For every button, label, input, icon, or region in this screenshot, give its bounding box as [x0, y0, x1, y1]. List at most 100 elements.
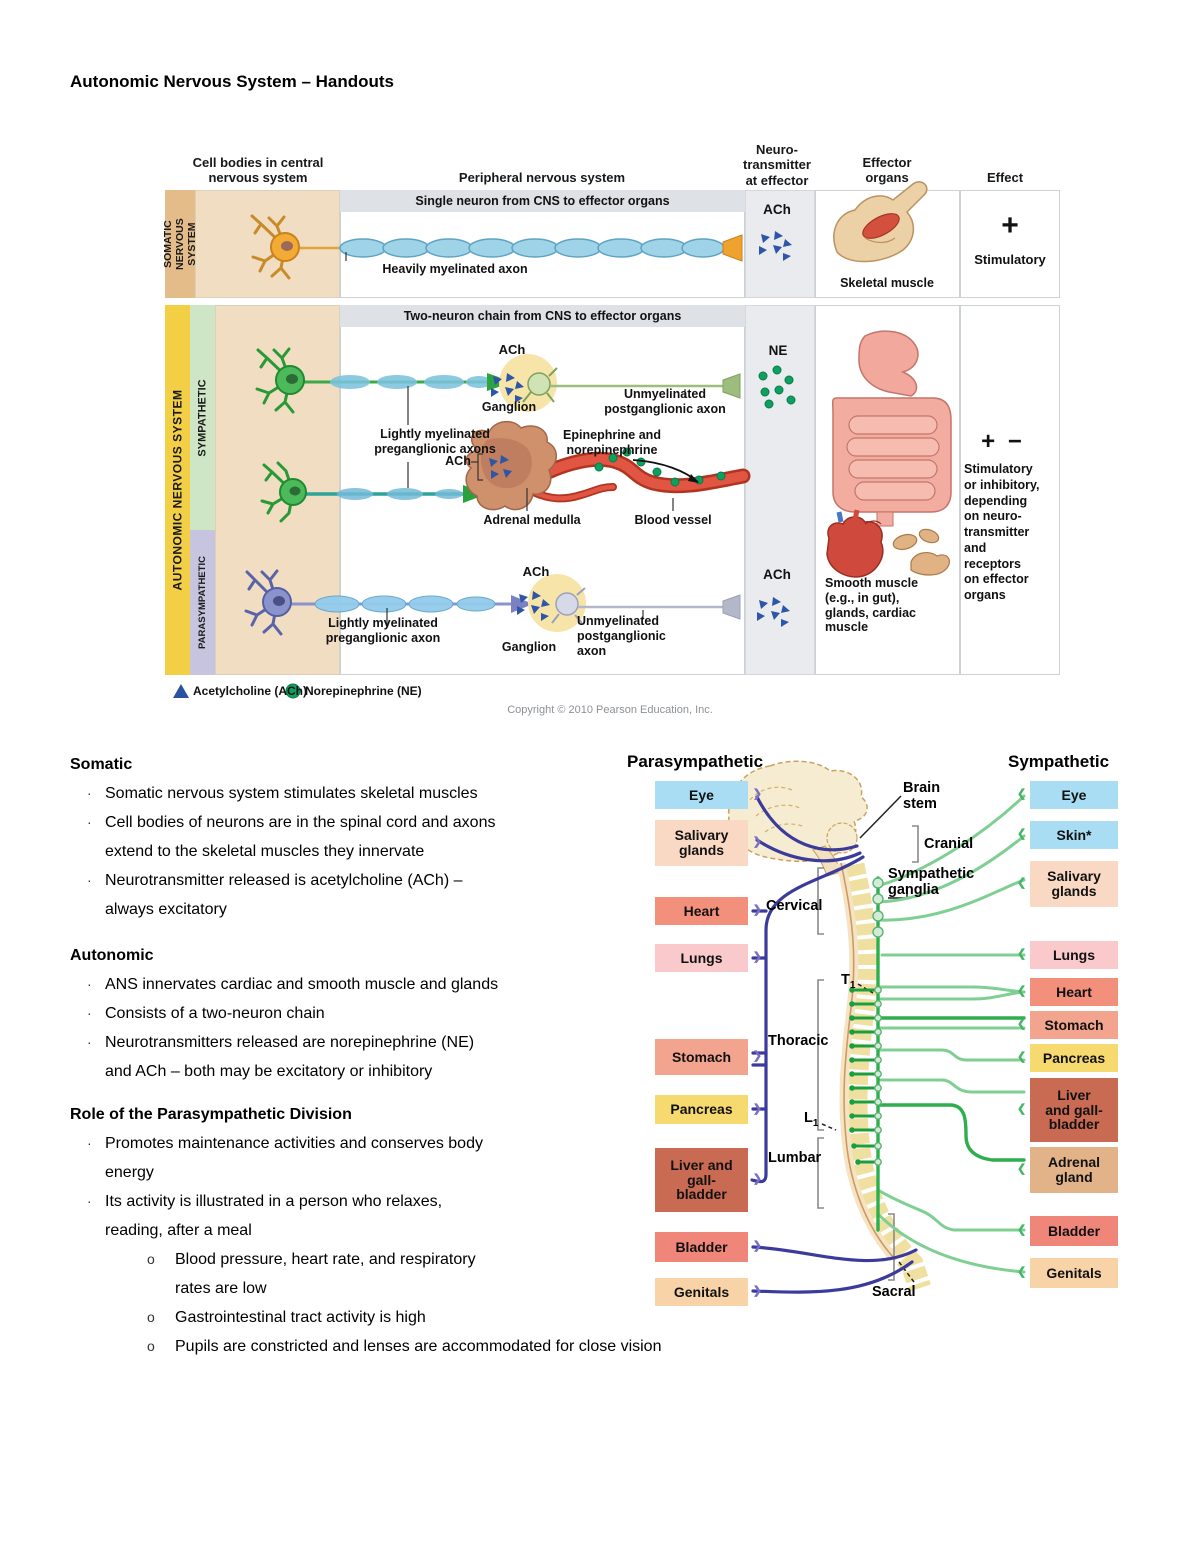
spinal-nerve-stubs: [852, 988, 878, 1164]
ne-dot-icon: [758, 365, 796, 409]
autonomic-effect-label: Stimulatory or inhibitory, depending on …: [964, 462, 1040, 602]
adrenal-medulla-label: Adrenal medulla: [483, 513, 581, 527]
ach-triangle-icon: [759, 231, 792, 261]
parasympathetic-band: PARASYMPATHETIC: [190, 530, 215, 675]
sacral-label: Sacral: [872, 1284, 916, 1300]
organ-box-bladder: Bladder: [655, 1232, 748, 1262]
nerve-root-dots: [849, 987, 861, 1165]
organ-box-heart: Heart: [655, 897, 748, 925]
organ-box-stomach: Stomach: [655, 1039, 748, 1075]
symp-preganglionic-label: Lightly myelinated preganglionic axons: [374, 427, 496, 456]
smooth-muscle-label: Smooth muscle (e.g., in gut), glands, ca…: [825, 576, 919, 635]
autonomic-effect-cell: [960, 305, 1060, 675]
symp-ganglion-label: Ganglion: [481, 400, 537, 414]
somatic-banner: Single neuron from CNS to effector organ…: [340, 190, 745, 212]
ne-legend-dot-icon: [285, 683, 301, 699]
sympathetic-nerves-light: [876, 794, 1026, 1274]
organ-box-liver-gallbladder: Liver and gall- bladder: [655, 1148, 748, 1212]
section-somatic: Somatic ·Somatic nervous system stimulat…: [70, 750, 615, 924]
organ-box-salivary-glands: Salivary glands: [1030, 861, 1118, 907]
list-item: ·Promotes maintenance activities and con…: [87, 1135, 483, 1181]
para-postganglionic-label: Unmyelinated postganglionic axon: [577, 614, 666, 658]
sympathetic-ganglia-icon: [872, 877, 884, 1166]
organ-box-skin: Skin*: [1030, 821, 1118, 849]
blood-vessel-label: Blood vessel: [634, 513, 712, 527]
myelin-sheath-icon: [339, 238, 725, 258]
autonomic-band: AUTONOMIC NERVOUS SYSTEM: [165, 305, 190, 675]
para-ganglion-label: Ganglion: [501, 640, 557, 654]
organ-box-bladder: Bladder: [1030, 1216, 1118, 1246]
ach-triangle-icon: [757, 597, 790, 627]
brain-stem-label: Brain stem: [903, 780, 941, 813]
list-item: ·Somatic nervous system stimulates skele…: [87, 785, 478, 802]
fig1-header-effector-organs: Effector organs: [862, 155, 912, 186]
section-parasympathetic-role: Role of the Parasympathetic Division ·Pr…: [70, 1100, 860, 1361]
organ-box-lungs: Lungs: [1030, 941, 1118, 969]
organ-box-eye: Eye: [1030, 781, 1118, 809]
symp-ach2-label: ACh: [445, 454, 471, 468]
list-item: ·Neurotransmitter released is acetylchol…: [87, 872, 463, 918]
ans-pathways-figure: Cell bodies in central nervous system Pe…: [162, 140, 1060, 732]
cervical-label: Cervical: [766, 898, 823, 914]
gut-icon: [831, 330, 952, 527]
symp-postganglionic-label: Unmyelinated postganglionic axon: [604, 387, 726, 416]
fig2-drawing: [727, 760, 1026, 1294]
somatic-effect-cell: [960, 190, 1060, 298]
organ-box-adrenal-gland: Adrenal gland: [1030, 1147, 1118, 1193]
epinephrine-label: Epinephrine and norepinephrine: [563, 428, 661, 457]
somatic-nt-cell: [745, 190, 815, 298]
para-preganglionic-label: Lightly myelinated preganglionic axon: [325, 616, 441, 645]
heart-icon: [826, 509, 884, 578]
fig1-header-neurotransmitter: Neuro- transmitter at effector: [743, 142, 811, 188]
ach-triangle-icon: [491, 373, 524, 403]
fig2-left-header: Parasympathetic: [627, 752, 764, 771]
para-ganglion-ach-label: ACh: [522, 564, 550, 579]
list-item: ·Cell bodies of neurons are in the spina…: [87, 814, 496, 860]
organ-box-stomach: Stomach: [1030, 1011, 1118, 1039]
organ-box-eye: Eye: [655, 781, 748, 809]
heavily-myelinated-axon-label: Heavily myelinated axon: [382, 262, 528, 276]
glands-icon: [892, 528, 950, 576]
section-heading: Somatic: [70, 756, 133, 773]
legend-ach: Acetylcholine (ACh): [193, 684, 308, 698]
fig1-header-cell-bodies: Cell bodies in central nervous system: [192, 155, 324, 186]
ach-triangle-icon: [489, 455, 512, 479]
ach-triangle-icon: [517, 591, 550, 621]
legend-ne: Norepinephrine (NE): [305, 684, 422, 698]
organ-box-genitals: Genitals: [655, 1278, 748, 1306]
organ-box-salivary-glands: Salivary glands: [655, 820, 748, 866]
organ-box-pancreas: Pancreas: [655, 1095, 748, 1124]
section-heading: Role of the Parasympathetic Division: [70, 1106, 352, 1123]
sympathetic-band: SYMPATHETIC: [190, 305, 215, 530]
cranial-label: Cranial: [924, 836, 974, 852]
thoracic-label: Thoracic: [768, 1033, 829, 1049]
fig1-header-peripheral: Peripheral nervous system: [458, 170, 626, 185]
list-item: ·ANS innervates cardiac and smooth muscl…: [87, 976, 499, 993]
organ-box-pancreas: Pancreas: [1030, 1044, 1118, 1072]
spine-icon: [836, 862, 931, 1292]
lumbar-label: Lumbar: [768, 1150, 822, 1166]
region-brackets: [817, 825, 919, 1281]
section-heading: Autonomic: [70, 947, 154, 964]
somatic-effect-label: Stimulatory: [974, 252, 1046, 267]
list-item: ·Its activity is illustrated in a person…: [87, 1193, 443, 1239]
organ-box-heart: Heart: [1030, 978, 1118, 1006]
para-nt-label: ACh: [763, 567, 791, 582]
autonomic-banner: Two-neuron chain from CNS to effector or…: [340, 305, 745, 327]
somatic-effect-symbol: +: [1001, 209, 1019, 242]
organ-box-liver-gallbladder: Liver and gall- bladder: [1030, 1078, 1118, 1142]
somatic-cell-body-cell: [195, 190, 340, 298]
symp-ganglion-ach-label: ACh: [498, 342, 526, 357]
list-item: ·Consists of a two-neuron chain: [87, 1005, 325, 1022]
skeletal-muscle-icon: [833, 181, 928, 263]
section-autonomic: Autonomic ·ANS innervates cardiac and sm…: [70, 941, 615, 1086]
organ-box-genitals: Genitals: [1030, 1258, 1118, 1288]
list-item: ·Neurotransmitters released are norepine…: [87, 1034, 475, 1080]
somatic-band: SOMATIC NERVOUS SYSTEM: [162, 190, 198, 298]
fig1-header-effect: Effect: [986, 170, 1024, 185]
t1-label: T1: [841, 972, 856, 991]
